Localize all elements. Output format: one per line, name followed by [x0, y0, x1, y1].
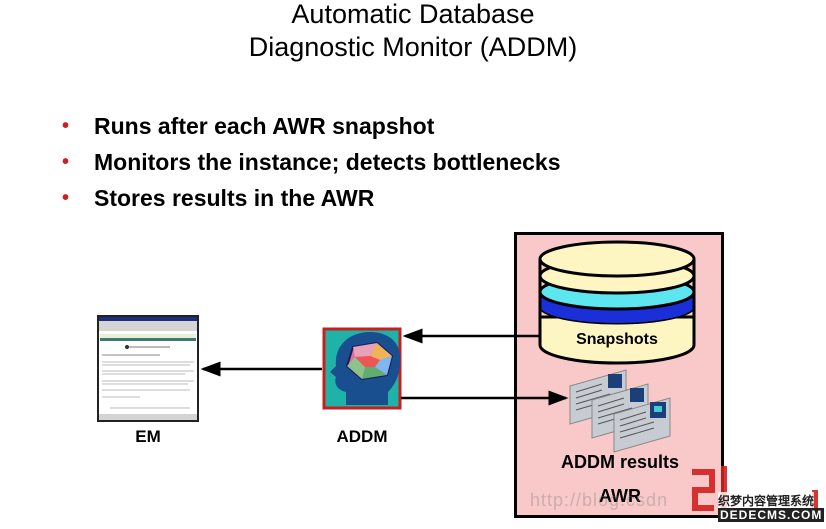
bullet-dot-icon: • — [62, 115, 70, 137]
bullet-dot-icon: • — [62, 187, 70, 209]
title-line-2: Diagnostic Monitor (ADDM) — [248, 32, 578, 62]
em-browser-icon — [97, 315, 199, 422]
bullet-item: •Stores results in the AWR — [62, 180, 560, 216]
bullet-item: •Runs after each AWR snapshot — [62, 108, 560, 144]
awr-label: AWR — [599, 486, 641, 506]
slide-title: Automatic Database Diagnostic Monitor (A… — [0, 0, 826, 64]
addm-results-label: ADDM results — [560, 452, 680, 472]
snapshots-label: Snapshots — [576, 331, 658, 348]
addm-label: ADDM — [336, 427, 388, 446]
addm-results-documents-icon — [569, 369, 671, 453]
bullet-dot-icon: • — [62, 151, 70, 173]
watermark-brand: 织梦内容管理系统 — [718, 492, 815, 509]
snapshots-database-icon — [538, 240, 696, 365]
bullet-list: •Runs after each AWR snapshot •Monitors … — [62, 108, 560, 216]
title-line-1: Automatic Database — [291, 0, 535, 29]
watermark-domain: DEDECMS.COM — [718, 508, 825, 522]
watermark-url: http://blog.csdn — [530, 490, 669, 510]
em-label: EM — [135, 427, 161, 446]
addm-head-icon — [322, 327, 402, 410]
bullet-item: •Monitors the instance; detects bottlene… — [62, 144, 560, 180]
